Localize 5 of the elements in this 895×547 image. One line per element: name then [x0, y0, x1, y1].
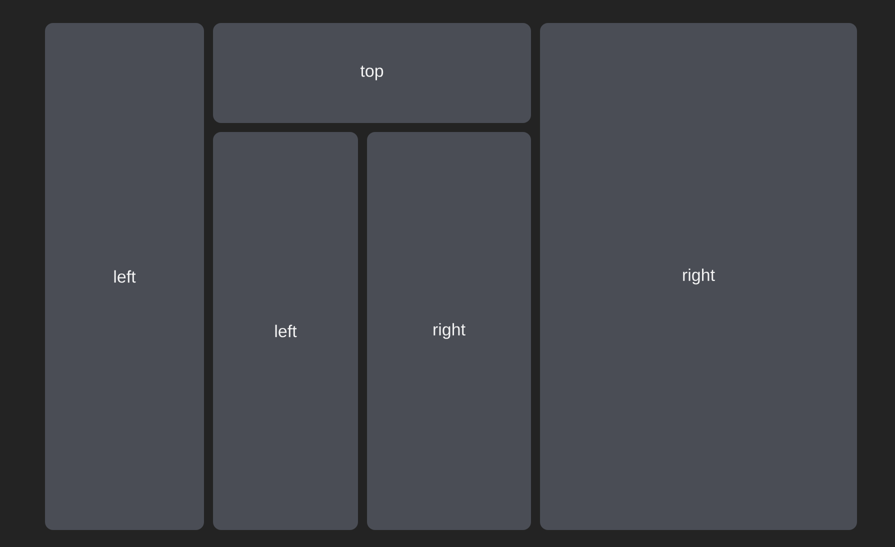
panel: right [367, 132, 531, 530]
panel: left [213, 132, 358, 530]
panel: right [540, 23, 857, 530]
panel: left [45, 23, 204, 530]
panel: top [213, 23, 531, 123]
